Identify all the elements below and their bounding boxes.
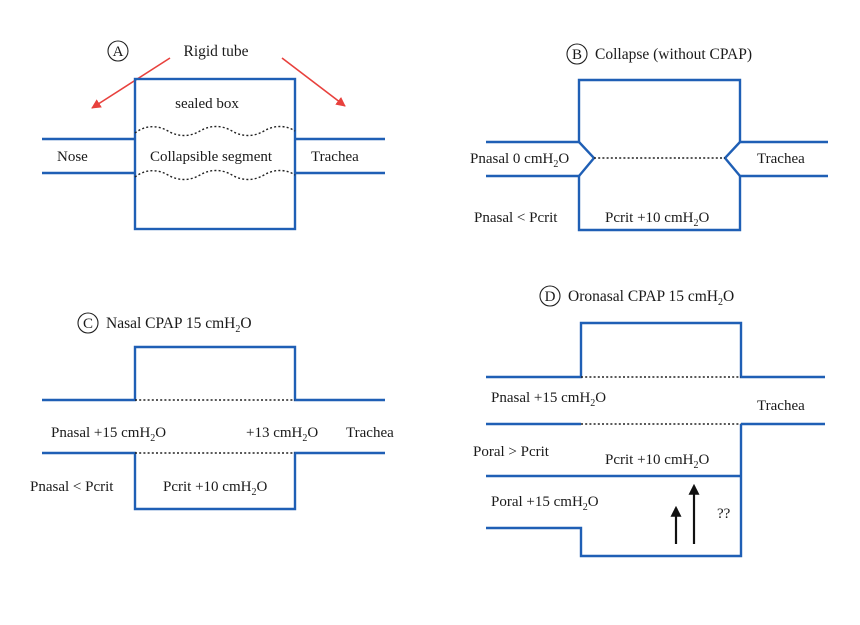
trachea-label-c: Trachea [346, 425, 394, 441]
nose-label: Nose [57, 149, 88, 165]
panel-d-title: Oronasal CPAP 15 cmH2O [568, 288, 734, 308]
panel-d-upper-wall [486, 321, 825, 379]
panel-b-pcrit: Pcrit +10 cmH2O [605, 210, 709, 229]
sealed-box-label: sealed box [175, 96, 239, 112]
red-arrow-left [91, 57, 171, 109]
trachea-label-d: Trachea [757, 398, 805, 414]
panel-c-title: Nasal CPAP 15 cmH2O [106, 315, 252, 335]
rigid-tube-label: Rigid tube [183, 43, 248, 60]
panel-d-letter-circle [539, 285, 561, 307]
trachea-label-a: Trachea [311, 149, 359, 165]
trachea-label-b: Trachea [757, 151, 805, 167]
panel-b-letter-circle [566, 43, 588, 65]
panel-d: D Oronasal CPAP 15 cmH2O Pnasal +15 cmH2… [473, 285, 825, 558]
panel-c-pcrit: Pcrit +10 cmH2O [163, 479, 267, 498]
panel-b-lower-wall [486, 174, 828, 232]
panel-b-pnasal: Pnasal 0 cmH2O [470, 151, 569, 170]
panel-d-letter: D [545, 289, 556, 305]
panel-d-poral-gt-pcrit: Poral > Pcrit [473, 444, 550, 460]
panel-c-pnasal-lt-pcrit: Pnasal < Pcrit [30, 479, 114, 495]
panel-b-pnasal-lt-pcrit: Pnasal < Pcrit [474, 210, 558, 226]
panel-c-plus13: +13 cmH2O [246, 425, 318, 444]
panel-b-letter: B [572, 47, 582, 63]
panel-b-left-collapse [578, 141, 596, 177]
panel-c-upper-wall [42, 345, 385, 402]
panel-c: C Nasal CPAP 15 cmH2O Pnasal +15 cmH2O +… [30, 312, 394, 511]
collapsible-wall-top [134, 125, 296, 137]
red-arrow-right [281, 57, 346, 107]
panel-a-letter-circle [107, 40, 129, 62]
panel-a: A Rigid tube sealed box Nose Collapsible… [42, 40, 385, 231]
question-marks: ?? [717, 506, 731, 522]
panel-d-poral: Poral +15 cmH2O [491, 494, 599, 513]
panel-d-pnasal: Pnasal +15 cmH2O [491, 390, 606, 409]
panel-c-letter: C [83, 316, 93, 332]
panel-c-pnasal: Pnasal +15 cmH2O [51, 425, 166, 444]
panel-c-lower-wall [42, 451, 385, 511]
collapsible-segment-label: Collapsible segment [150, 149, 273, 165]
panel-b-right-collapse [723, 141, 741, 177]
collapsible-wall-bottom [134, 169, 296, 181]
panel-a-letter: A [113, 44, 124, 60]
panel-b-title: Collapse (without CPAP) [595, 46, 752, 63]
panel-b-upper-wall [486, 78, 828, 144]
panel-d-pcrit: Pcrit +10 cmH2O [605, 452, 709, 471]
sealed-box-rect [133, 77, 297, 231]
panel-d-lower-wall [486, 424, 743, 558]
panel-b: B Collapse (without CPAP) Pnasal 0 cmH2O… [470, 43, 828, 232]
panel-c-letter-circle [77, 312, 99, 334]
